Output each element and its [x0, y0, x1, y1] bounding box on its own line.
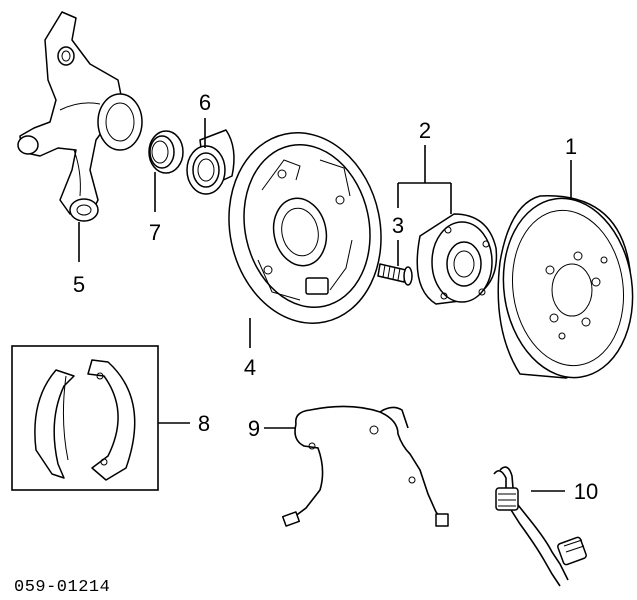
part-10-brake-hose: [493, 466, 587, 587]
leader-lines: [78, 118, 572, 492]
part-9-abs-sensor-harness: [281, 405, 449, 527]
callout-2: 2: [419, 118, 431, 143]
part-8-brake-shoes: [11, 345, 159, 491]
callout-7: 7: [149, 220, 161, 245]
callout-6: 6: [199, 90, 211, 115]
callout-5: 5: [73, 272, 85, 297]
part-7-oil-seal: [148, 130, 184, 174]
part-2-hub-bearing: [416, 213, 498, 305]
part-5-knuckle: [17, 11, 143, 222]
diagram-code: 059-01214: [14, 578, 110, 597]
callout-4: 4: [244, 355, 256, 380]
part-1-brake-drum: [497, 195, 634, 379]
callout-9: 9: [248, 416, 260, 441]
callout-10: 10: [574, 479, 598, 504]
part-3-hub-bolt: [377, 263, 413, 286]
part-6-bearing: [186, 129, 235, 195]
part-4-backing-plate: [228, 132, 382, 324]
callout-8: 8: [198, 411, 210, 436]
callout-1: 1: [565, 134, 577, 159]
callout-3: 3: [392, 213, 404, 238]
